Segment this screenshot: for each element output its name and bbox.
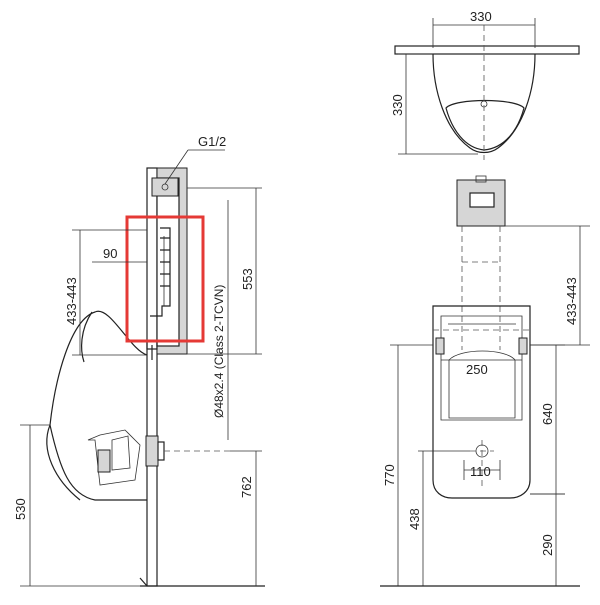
front-valve-window — [469, 192, 495, 208]
front-dim-110-label: 110 — [470, 464, 491, 479]
top-wall-plate — [394, 45, 580, 55]
dim-553-label: 553 — [240, 268, 255, 290]
front-body-outer — [432, 305, 531, 499]
dim-90-label: 90 — [103, 246, 117, 261]
top-bowl-outer — [432, 53, 536, 154]
trap-outline — [87, 429, 141, 486]
front-dim-250-label: 250 — [466, 362, 488, 377]
dim-530-label: 530 — [13, 498, 28, 520]
dim-433-label: 433-443 — [64, 277, 79, 325]
pipe-clips — [160, 237, 170, 287]
wall-section — [146, 167, 158, 587]
floor-hatch — [139, 577, 148, 587]
drain-flange — [145, 435, 159, 467]
top-bowl-inner — [445, 99, 525, 151]
urinal-body-outer — [49, 310, 148, 501]
drain-pipe — [157, 441, 165, 461]
front-dim-290-label: 290 — [540, 534, 555, 556]
flush-valve-head — [151, 177, 179, 197]
trap-chamber — [111, 435, 131, 471]
thread-leader — [164, 149, 189, 185]
dim-330d-label: 330 — [390, 94, 405, 116]
internal-pipe — [150, 227, 171, 317]
front-dim-640-label: 640 — [540, 403, 555, 425]
thread-label: G1/2 — [198, 134, 226, 149]
highlight-box — [125, 215, 205, 343]
trap-insert — [97, 449, 111, 473]
front-valve-top — [475, 175, 487, 183]
front-bowl — [448, 350, 516, 419]
front-body-inner — [440, 315, 523, 421]
urinal-rim — [81, 311, 93, 363]
front-dim-438-label: 438 — [407, 508, 422, 530]
front-bracket-right — [518, 337, 528, 355]
top-view: 330 330 — [390, 9, 580, 160]
front-dim-433-label: 433-443 — [564, 277, 579, 325]
front-pipe-dash — [461, 226, 501, 350]
front-dim-770-label: 770 — [382, 464, 397, 486]
side-view: G1/2 90 433-443 553 Ø48x2.4 (Class 2-TCV… — [13, 134, 265, 587]
front-bracket-left — [435, 337, 445, 355]
pipe-spec-label: Ø48x2.4 (Class 2-TCVN) — [212, 285, 226, 418]
dim-330w-label: 330 — [470, 9, 492, 24]
urinal-lip — [46, 424, 81, 501]
dim-762-label: 762 — [239, 476, 254, 498]
front-view: 433-443 250 110 640 770 438 — [380, 175, 590, 587]
